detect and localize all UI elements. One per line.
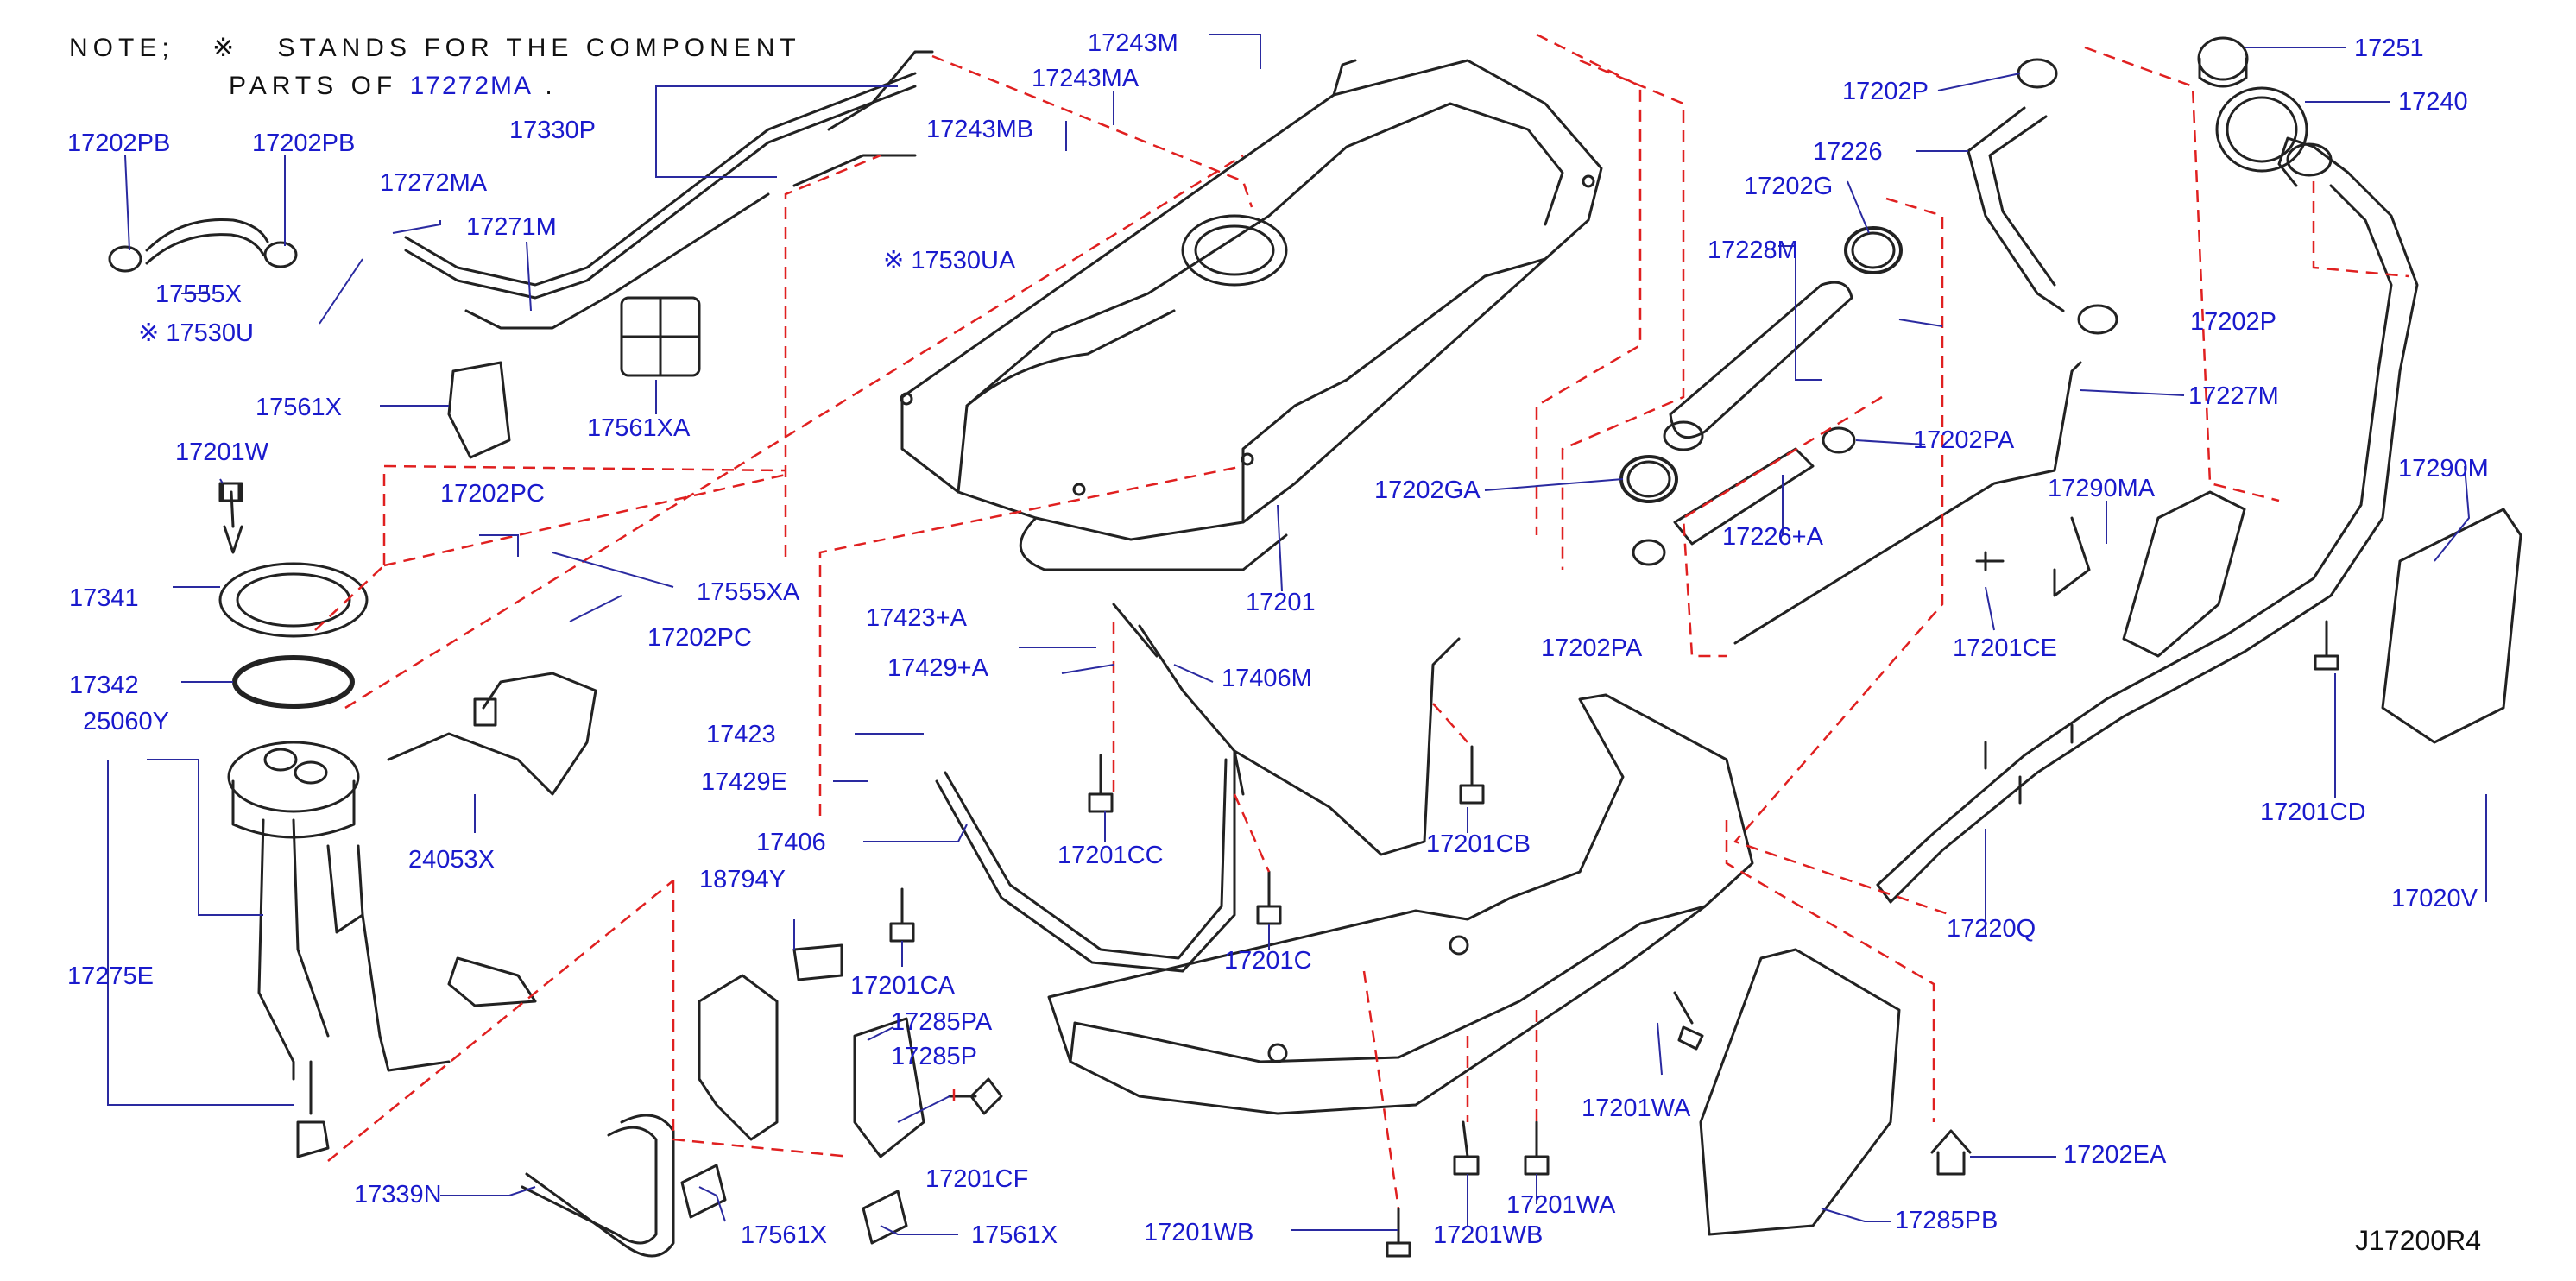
part-label[interactable]: 17202PC [440, 480, 545, 508]
part-label[interactable]: 17423+A [866, 604, 967, 632]
note-line-2-prefix: PARTS OF [229, 72, 398, 100]
note-prefix: NOTE; [69, 34, 174, 62]
part-label[interactable]: 17201WB [1144, 1219, 1254, 1246]
part-label[interactable]: 17202P [2190, 308, 2276, 336]
part-label[interactable]: ※ 17530U [138, 319, 254, 347]
part-label[interactable]: 18794Y [699, 866, 786, 893]
part-label[interactable]: 17406 [756, 829, 826, 856]
part-label[interactable]: 17243MA [1032, 65, 1140, 92]
skid-plate-drawing [1047, 693, 1754, 1115]
part-label[interactable]: 17201WA [1506, 1191, 1616, 1219]
part-label[interactable]: 17201CA [850, 972, 955, 1000]
part-label[interactable]: 17201WA [1582, 1095, 1691, 1122]
part-label[interactable]: 17561X [971, 1221, 1058, 1249]
note-line-2: PARTS OF 17272MA . [69, 67, 801, 105]
part-label[interactable]: 17555X [155, 281, 242, 308]
part-label[interactable]: 17201CE [1953, 634, 2057, 662]
part-label[interactable]: 17226 [1813, 138, 1883, 166]
clamp-drawings [1619, 58, 2118, 566]
part-label[interactable]: 17201WB [1433, 1221, 1544, 1249]
part-label[interactable]: 17285PB [1895, 1207, 1998, 1234]
part-label[interactable]: 24053X [408, 846, 495, 874]
part-label[interactable]: 17406M [1222, 665, 1312, 692]
part-label[interactable]: 17201CC [1058, 842, 1164, 869]
part-label[interactable]: 17429+A [887, 654, 988, 682]
part-label[interactable]: 17020V [2391, 885, 2478, 912]
part-label[interactable]: 17220Q [1947, 915, 2036, 943]
bracket-drawings [698, 490, 2522, 1236]
part-label[interactable]: 17429E [701, 768, 787, 796]
bolt-drawings [218, 482, 2339, 1258]
part-label[interactable]: 17555XA [697, 578, 800, 606]
diagram-code: J17200R4 [2355, 1225, 2481, 1256]
note-line-1: NOTE; ※ STANDS FOR THE COMPONENT [69, 29, 801, 67]
part-label[interactable]: 17202PA [1913, 426, 2015, 454]
part-label[interactable]: 17290M [2398, 455, 2489, 483]
part-label[interactable]: 17202G [1744, 173, 1834, 200]
part-label[interactable]: 17201CB [1426, 830, 1531, 858]
fuel-tank-drawing [900, 59, 1603, 571]
part-label[interactable]: 17202P [1842, 78, 1929, 105]
note-line-1-text: STANDS FOR THE COMPONENT [277, 34, 801, 62]
note-line-2-suffix: . [545, 72, 558, 100]
part-label[interactable]: 17339N [354, 1181, 442, 1208]
part-label[interactable]: 17423 [706, 721, 776, 748]
filler-neck-drawing [1876, 136, 2419, 904]
canister-drawing [447, 296, 701, 459]
part-label[interactable]: 17561X [741, 1221, 827, 1249]
part-label[interactable]: 17240 [2398, 88, 2468, 116]
part-label[interactable]: 17285P [891, 1043, 977, 1070]
part-label[interactable]: 17342 [69, 672, 139, 699]
part-label[interactable]: 17202EA [2063, 1141, 2167, 1169]
connector-drawing [521, 1114, 908, 1258]
vent-hose-drawing [108, 50, 934, 330]
part-label[interactable]: 17285PA [891, 1008, 993, 1036]
part-label[interactable]: 17226+A [1722, 523, 1823, 551]
reference-lines [314, 33, 2409, 1209]
part-label[interactable]: 17201 [1246, 589, 1316, 616]
note-mark: ※ [212, 34, 240, 62]
harness-drawing [387, 672, 597, 796]
part-label[interactable]: 17271M [466, 213, 557, 241]
part-label[interactable]: 17251 [2354, 35, 2424, 62]
part-label[interactable]: 17201C [1224, 947, 1312, 975]
part-label[interactable]: 17272MA [380, 169, 488, 197]
filler-cap-drawing [2197, 36, 2308, 173]
part-label[interactable]: 17561XA [587, 414, 691, 442]
tank-strap-drawing [935, 603, 1461, 973]
part-label[interactable]: 17202PB [252, 129, 356, 157]
part-label[interactable]: 17201CF [925, 1165, 1029, 1193]
part-label[interactable]: 17202PC [647, 624, 752, 652]
part-label[interactable]: 17202PA [1541, 634, 1643, 662]
note-part-link[interactable]: 17272MA [409, 72, 534, 100]
part-label[interactable]: 17275E [67, 962, 154, 990]
part-label[interactable]: 17330P [509, 117, 596, 144]
part-label[interactable]: 17341 [69, 584, 139, 612]
part-label[interactable]: ※ 17530UA [883, 247, 1016, 274]
part-label[interactable]: 17243M [1088, 29, 1178, 57]
filler-hose-drawing [1663, 106, 2082, 645]
part-label[interactable]: 17201W [175, 439, 269, 466]
fuel-pump-drawing [227, 741, 537, 1158]
part-label[interactable]: 17202PB [67, 129, 171, 157]
part-label[interactable]: 17243MB [926, 116, 1034, 143]
part-label[interactable]: 17561X [256, 394, 342, 421]
part-label[interactable]: 17202GA [1374, 476, 1481, 504]
part-label[interactable]: 17201CD [2260, 798, 2366, 826]
component-note: NOTE; ※ STANDS FOR THE COMPONENT PARTS O… [69, 29, 801, 105]
part-label[interactable]: 17290MA [2048, 475, 2156, 502]
part-label[interactable]: 17228M [1708, 237, 1798, 264]
leader-lines [107, 34, 2487, 1235]
pump-gasket-drawing [218, 482, 369, 709]
part-label[interactable]: 17227M [2188, 382, 2279, 410]
part-label[interactable]: 25060Y [83, 708, 169, 735]
